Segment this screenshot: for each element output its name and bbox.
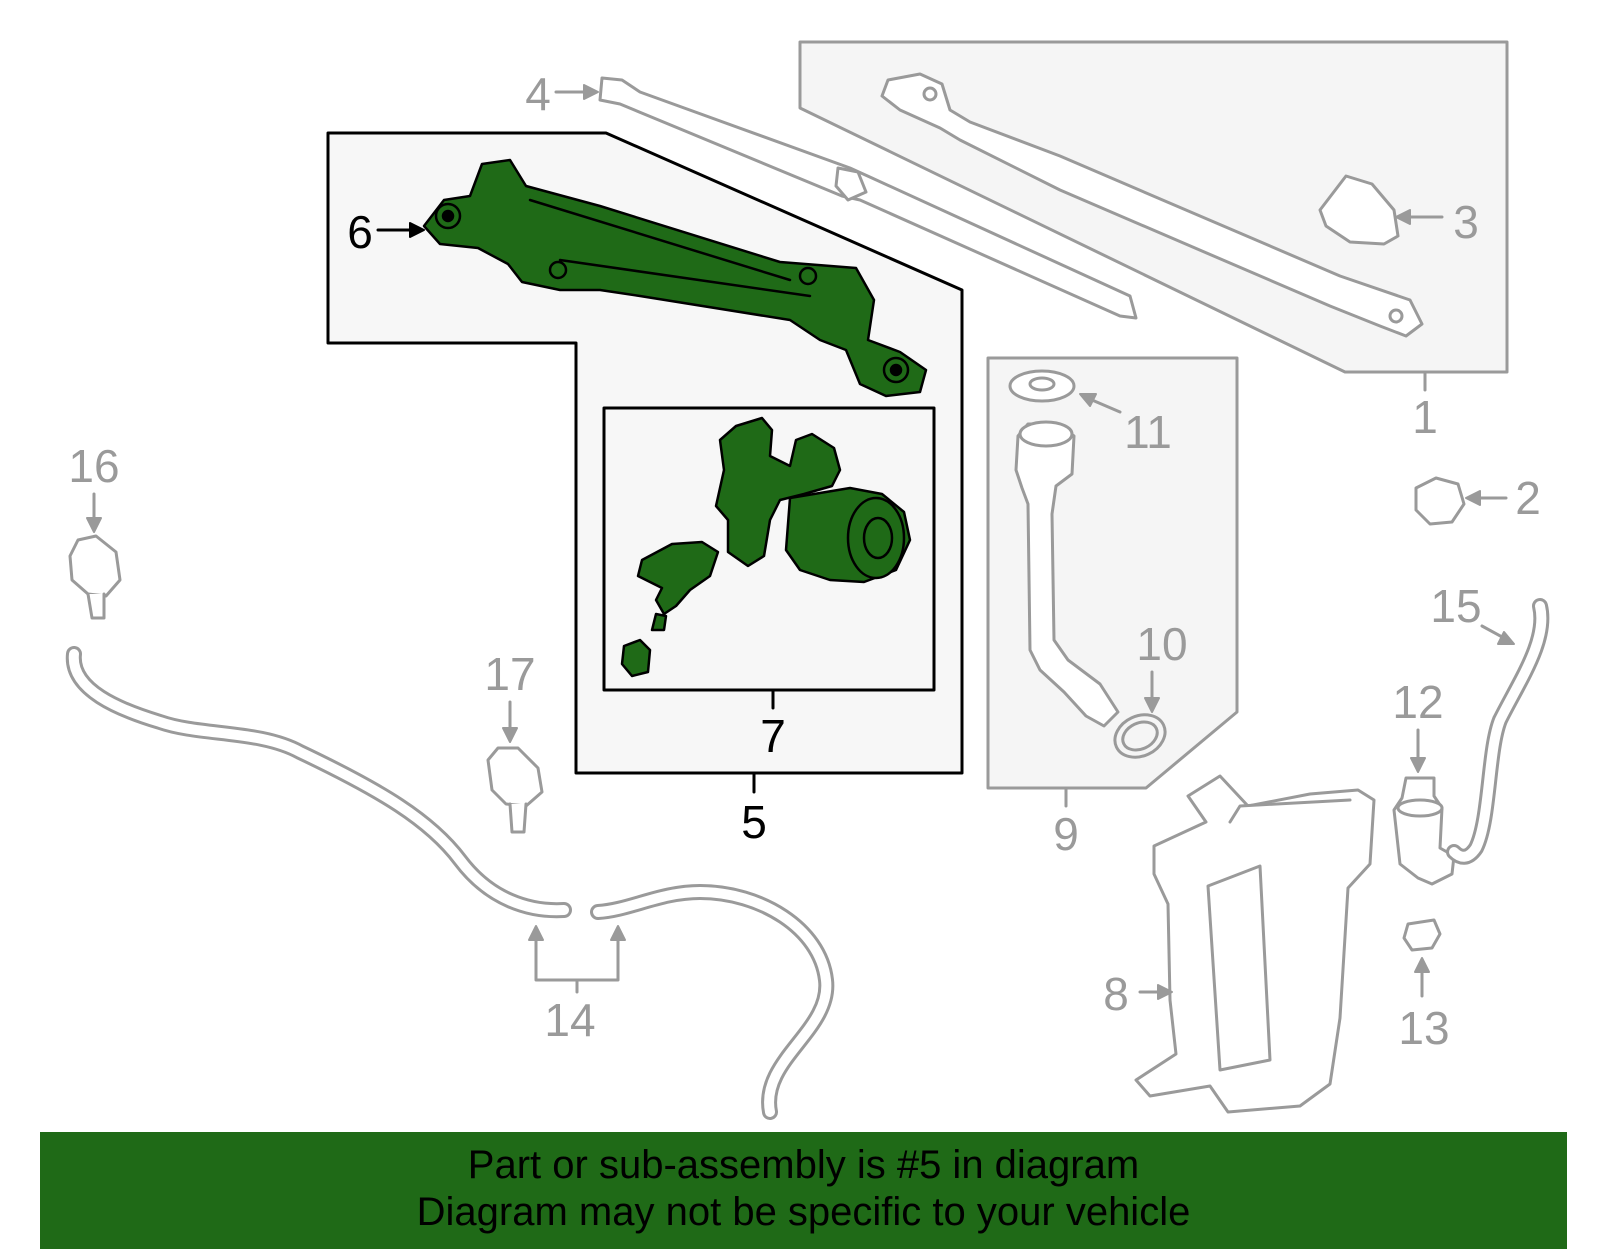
callout-8: 8 (1103, 968, 1129, 1020)
callout-10: 10 (1136, 618, 1187, 670)
leader-15 (1480, 624, 1506, 640)
callout-16: 16 (68, 440, 119, 492)
arrow-8 (1157, 984, 1173, 1000)
hose-15-inner (1449, 601, 1547, 862)
callout-4: 4 (525, 68, 551, 120)
arrow-4 (583, 84, 599, 100)
reservoir-8 (1134, 774, 1376, 1114)
info-banner: Part or sub-assembly is #5 in diagram Di… (40, 1132, 1567, 1249)
grommet-13 (1402, 918, 1442, 952)
arrow-10 (1144, 697, 1160, 713)
cap-3 (1318, 174, 1400, 246)
callout-3: 3 (1453, 196, 1479, 248)
arrow-14b (610, 925, 626, 941)
arrow-12 (1410, 757, 1426, 773)
callout-5: 5 (741, 796, 767, 848)
wiper-motor-7 (620, 416, 912, 678)
hose-14a-inner (68, 649, 569, 916)
pump-12 (1392, 776, 1456, 886)
o-ring-10 (1113, 713, 1167, 759)
callout-9: 9 (1053, 808, 1079, 860)
bracket-14 (534, 936, 620, 982)
callout-13: 13 (1398, 1002, 1449, 1054)
arrow-17 (502, 727, 518, 743)
banner-line-2: Diagram may not be specific to your vehi… (416, 1190, 1191, 1234)
wiper-linkage-6 (422, 158, 928, 398)
callout-17: 17 (484, 648, 535, 700)
callout-14: 14 (544, 994, 595, 1046)
arrow-2 (1465, 490, 1481, 506)
seal-11 (1008, 369, 1076, 403)
banner-line-1: Part or sub-assembly is #5 in diagram (467, 1143, 1140, 1187)
leader-11 (1090, 398, 1122, 414)
wiper-arm-1 (880, 72, 1424, 338)
callout-1: 1 (1412, 391, 1438, 443)
callout-2: 2 (1515, 472, 1541, 524)
callout-12: 12 (1392, 676, 1443, 728)
callout-7: 7 (760, 710, 786, 762)
arrow-14a (528, 925, 544, 941)
nut-2 (1414, 476, 1466, 526)
callout-11: 11 (1124, 406, 1172, 458)
callout-6: 6 (347, 206, 373, 258)
arrow-13 (1414, 957, 1430, 973)
arrow-6 (409, 222, 425, 238)
filler-neck-9 (1014, 420, 1120, 728)
hose-14b-inner (593, 887, 832, 1117)
group-box-9 (986, 356, 1239, 790)
arrow-11 (1079, 393, 1097, 407)
arrow-15 (1497, 631, 1515, 645)
nozzle-17 (486, 746, 544, 834)
wiper-arm-4 (598, 76, 1138, 320)
arrow-3 (1395, 209, 1411, 225)
callout-15: 15 (1430, 580, 1481, 632)
arrow-16 (86, 517, 102, 533)
nozzle-16 (68, 534, 122, 620)
